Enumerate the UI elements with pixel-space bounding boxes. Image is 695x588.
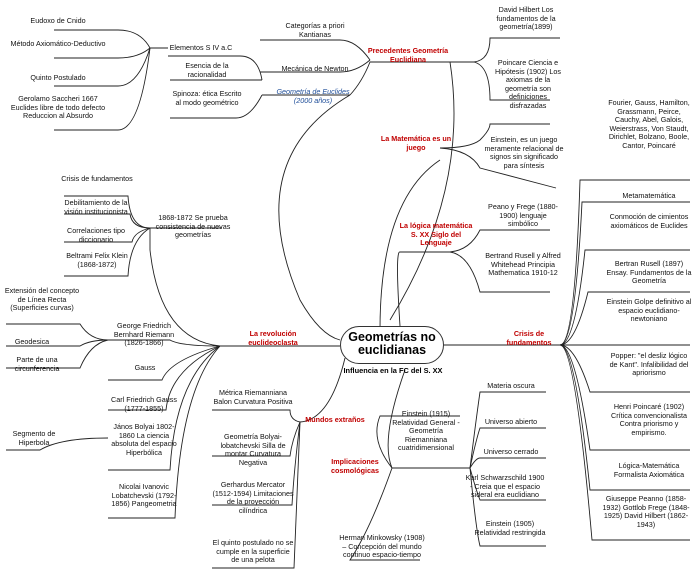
node-fourier[interactable]: Fourier, Gauss, Hamilton, Grassmann, Pei…	[608, 98, 690, 150]
central-topic[interactable]: Geometrías no euclidianas	[340, 326, 444, 364]
node-saccheri[interactable]: Gerolamo Saccheri 1667 Euclides libre de…	[10, 94, 106, 121]
node-russell-1897[interactable]: Bertran Rusell (1897) Ensay. Fundamentos…	[606, 259, 692, 286]
node-universo-cerrado[interactable]: Universo cerrado	[483, 447, 539, 456]
node-extension[interactable]: Extensión del concepto de Línea Recta (S…	[4, 286, 80, 313]
node-janos[interactable]: János Bolyai 1802-1860 La ciencia absolu…	[111, 422, 177, 457]
node-peano-frege-hilbert[interactable]: Giuseppe Peanno (1858-1932) Gottlob Freg…	[602, 494, 690, 529]
node-logica-matematica[interactable]: Lógica-Matemática Formalista Axiomática	[613, 461, 685, 479]
node-geodesica[interactable]: Geodesica	[14, 337, 50, 346]
node-riemann[interactable]: George Friedrich Bernhard Riemann (1826-…	[113, 321, 175, 348]
node-popper[interactable]: Popper: "el desliz lógico de Kant". Infa…	[609, 351, 689, 378]
node-crisis-fund[interactable]: Crisis de fundamentos	[61, 174, 133, 183]
node-einstein-golpe[interactable]: Einstein Golpe definitivo al espacio euc…	[606, 297, 692, 324]
node-categorias[interactable]: Categorías a priori Kantianas	[285, 21, 345, 39]
branch-precedentes[interactable]: Precedentes Geometría Euclidiana	[367, 46, 449, 64]
central-title: Geometrías no euclidianas	[348, 330, 436, 357]
node-debilitamiento[interactable]: Debilitamiento de la visión institucioni…	[64, 198, 128, 216]
branch-revolucion[interactable]: La revolución euclideoclasta	[248, 329, 298, 347]
node-metamatematica[interactable]: Metamatemática	[622, 191, 676, 200]
node-russell-whitehead[interactable]: Bertrand Rusell y Alfred Whitehead Princ…	[485, 251, 561, 278]
node-minkowski[interactable]: Herman Minkowsky (1908) – Concepción del…	[339, 533, 425, 560]
branch-geometria-euclides[interactable]: Geometría de Euclides (2000 años)	[276, 87, 350, 105]
node-conmocion[interactable]: Conmoción de cimientos axiomáticos de Eu…	[609, 212, 689, 230]
node-parte[interactable]: Parte de una circunferencia	[14, 355, 60, 373]
node-bolyai-lobatchevski[interactable]: Geometría Bolyai-lobatchevski Silla de m…	[220, 432, 286, 467]
node-quinto-no[interactable]: El quinto postulado no se cumple en la s…	[212, 538, 294, 565]
node-correlaciones[interactable]: Correlaciones tipo diccionario	[67, 226, 125, 244]
node-carl-gauss[interactable]: Carl Friedrich Gauss (1777-1855)	[111, 395, 177, 413]
node-segmento[interactable]: Segmento de Hiperbola	[12, 429, 56, 447]
node-poincare[interactable]: Poincare Ciencia e Hipótesis (1902) Los …	[495, 58, 561, 110]
node-poincare-1902[interactable]: Henri Poincaré (1902) Crítica convencion…	[611, 402, 687, 437]
node-quinto[interactable]: Quinto Postulado	[30, 73, 86, 82]
node-metodo[interactable]: Método Axiomático-Deductivo	[10, 39, 106, 48]
node-metrica-riemann[interactable]: Métrica Riemanniana Balon Curvatura Posi…	[213, 388, 293, 406]
central-subtitle: Influencia en la FC del S. XX	[343, 366, 443, 375]
branch-crisis[interactable]: Crisis de fundamentos	[506, 329, 552, 347]
node-hilbert[interactable]: David Hilbert Los fundamentos de la geom…	[496, 5, 556, 32]
node-elementos[interactable]: Elementos S IV a.C	[169, 43, 233, 52]
node-peano-frege[interactable]: Peano y Frege (1880-1900) lenguaje simbó…	[488, 202, 558, 229]
node-eudoxo[interactable]: Eudoxo de Cnido	[30, 16, 86, 25]
node-einstein-1905[interactable]: Einstein (1905) Relatividad restringida	[474, 519, 546, 537]
node-nicolai[interactable]: Nicolai Ivanovic Lobatchevski (1792-1856…	[111, 482, 177, 509]
node-esencia[interactable]: Esencia de la racionalidad	[185, 61, 229, 79]
branch-mundos[interactable]: Mundos extraños	[305, 415, 365, 424]
node-einstein-juego[interactable]: Einstein, es un juego meramente relacion…	[484, 135, 564, 170]
node-einstein-1915[interactable]: Einstein (1915) Relatividad General -Geo…	[392, 409, 460, 453]
node-schwarzschild[interactable]: Karl Schwarzschild 1900 - Creia que el e…	[465, 473, 545, 500]
node-prueba[interactable]: 1868-1872 Se prueba consistencia de nuev…	[155, 213, 231, 240]
node-mecanica[interactable]: Mecánica de Newton	[281, 64, 349, 73]
branch-logica[interactable]: La lógica matemática S. XX Siglo del Len…	[399, 221, 473, 248]
branch-implicaciones[interactable]: Implicaciones cosmológicas	[331, 457, 379, 475]
node-universo-abierto[interactable]: Universo abierto	[484, 417, 538, 426]
node-mercator[interactable]: Gerhardus Mercator (1512-1594) Limitacio…	[212, 480, 294, 515]
node-spinoza[interactable]: Spinoza: ética Escrito al modo geométric…	[172, 89, 242, 107]
node-gauss[interactable]: Gauss	[134, 363, 156, 372]
node-materia-oscura[interactable]: Materia oscura	[487, 381, 535, 390]
branch-matematica-juego[interactable]: La Matemática es un juego	[380, 134, 452, 152]
node-beltrami[interactable]: Beltrami Felix Klein (1868-1872)	[66, 251, 128, 269]
